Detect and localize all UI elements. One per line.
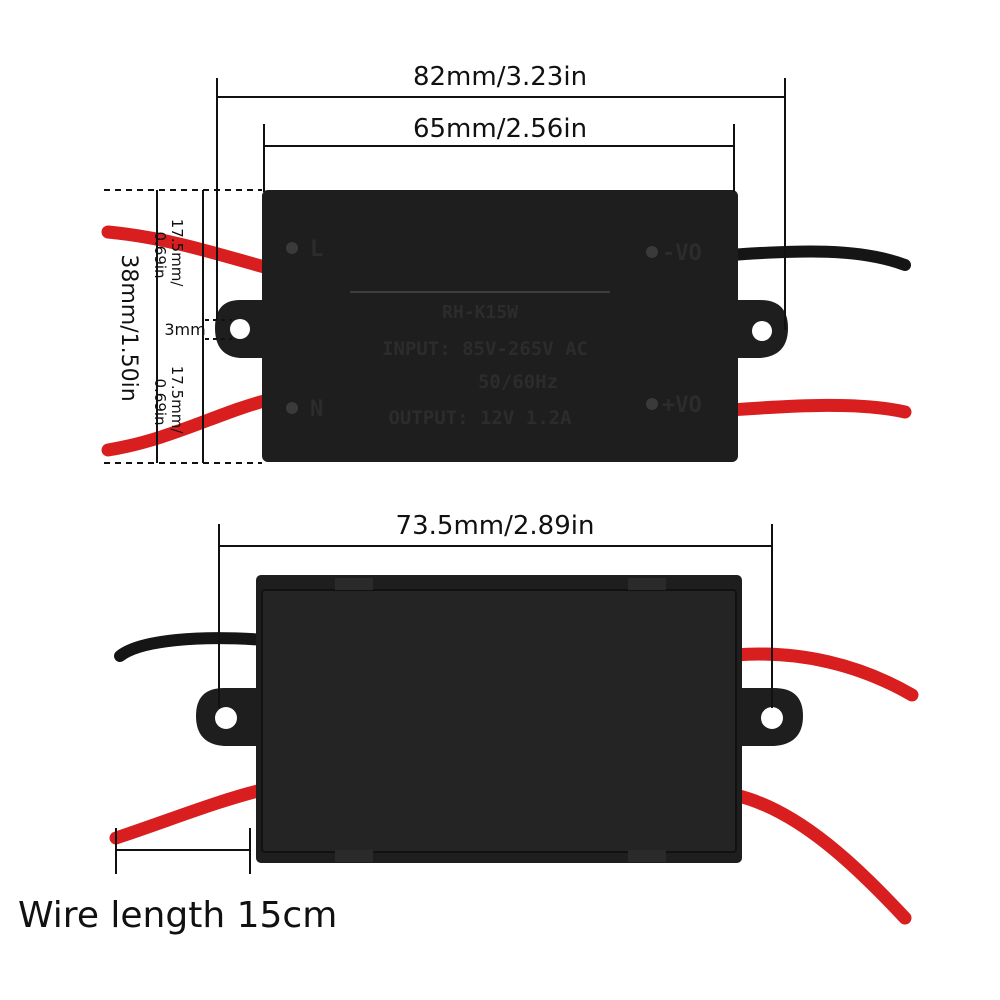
wire-pos-red bbox=[723, 398, 912, 419]
terminal-pos-label: +VO bbox=[662, 393, 702, 418]
output-spec: OUTPUT: 12V 1.2A bbox=[388, 407, 572, 429]
back-tab-bl bbox=[335, 850, 373, 862]
top-view: RH-K15W INPUT: 85V-265V AC 50/60Hz OUTPU… bbox=[101, 62, 912, 464]
wire-n-red bbox=[101, 393, 275, 457]
model-label: RH-K15W bbox=[442, 302, 518, 323]
mount-hole-right bbox=[752, 321, 772, 341]
back-tab-br bbox=[628, 850, 666, 862]
terminal-neg-label: -VO bbox=[662, 241, 702, 266]
back-wire-red-left bbox=[109, 783, 269, 845]
dim-half-top-line2: 0.69in bbox=[151, 231, 169, 278]
back-tab-tr bbox=[628, 578, 666, 590]
svg-text:17.5mm/ 0.69in: 17.5mm/ 0.69in bbox=[151, 219, 186, 291]
back-wire-black bbox=[114, 632, 271, 662]
terminal-neg-dot bbox=[646, 246, 658, 258]
dim-height-label: 38mm/1.50in bbox=[116, 254, 141, 401]
back-mount-hole-left bbox=[215, 707, 237, 729]
terminal-n-label: N bbox=[310, 397, 323, 422]
dim-half-bottom-line2: 0.69in bbox=[151, 378, 169, 425]
bottom-view: 73.5mm/2.89in bbox=[109, 511, 919, 925]
mount-hole-left bbox=[230, 319, 250, 339]
back-tab-tl bbox=[335, 578, 373, 590]
terminal-l-dot bbox=[286, 242, 298, 254]
frequency-spec: 50/60Hz bbox=[478, 371, 558, 393]
dim-back-width-label: 73.5mm/2.89in bbox=[396, 511, 595, 541]
dim-overall-width-label: 82mm/3.23in bbox=[413, 62, 587, 92]
terminal-l-label: L bbox=[310, 237, 323, 262]
back-wire-red-bottom-right bbox=[728, 788, 912, 925]
terminal-pos-dot bbox=[646, 398, 658, 410]
dim-mount-hole-label: 3mm bbox=[164, 320, 205, 339]
wire-neg-black bbox=[724, 245, 911, 271]
dim-half-top-line1: 17.5mm/ bbox=[168, 219, 186, 288]
input-spec: INPUT: 85V-265V AC bbox=[382, 338, 588, 360]
dim-half-top-label: 17.5mm/ 0.69in bbox=[151, 219, 186, 291]
wire-length-caption: Wire length 15cm bbox=[18, 895, 338, 936]
wire-l-red bbox=[101, 225, 275, 275]
dim-half-bottom-label: 17.5mm/ 0.69in bbox=[151, 366, 186, 438]
svg-text:17.5mm/ 0.69in: 17.5mm/ 0.69in bbox=[151, 366, 186, 438]
dim-half-bottom-line1: 17.5mm/ bbox=[168, 366, 186, 435]
back-recess bbox=[261, 589, 737, 853]
back-wire-red-top-right bbox=[728, 647, 919, 702]
back-mount-hole-right bbox=[761, 707, 783, 729]
dim-body-width-label: 65mm/2.56in bbox=[413, 114, 587, 144]
module-body-top bbox=[262, 190, 738, 462]
terminal-n-dot bbox=[286, 402, 298, 414]
